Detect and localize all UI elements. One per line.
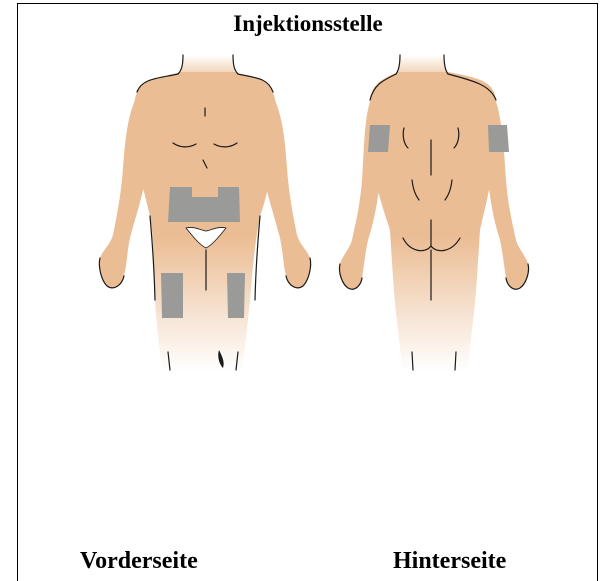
injection-site-right-thigh [227, 273, 245, 318]
front-view-label: Vorderseite [80, 548, 198, 575]
injection-site-left-upper-arm [368, 125, 390, 152]
front-body [99, 55, 310, 372]
front-left-arm [99, 92, 150, 288]
back-torso [369, 72, 498, 372]
back-right-arm [482, 96, 529, 289]
back-view-label: Hinterseite [393, 548, 506, 575]
injection-site-left-thigh [161, 273, 183, 318]
front-right-arm [260, 92, 311, 288]
injection-site-right-upper-arm [488, 125, 509, 152]
back-body [339, 55, 528, 372]
